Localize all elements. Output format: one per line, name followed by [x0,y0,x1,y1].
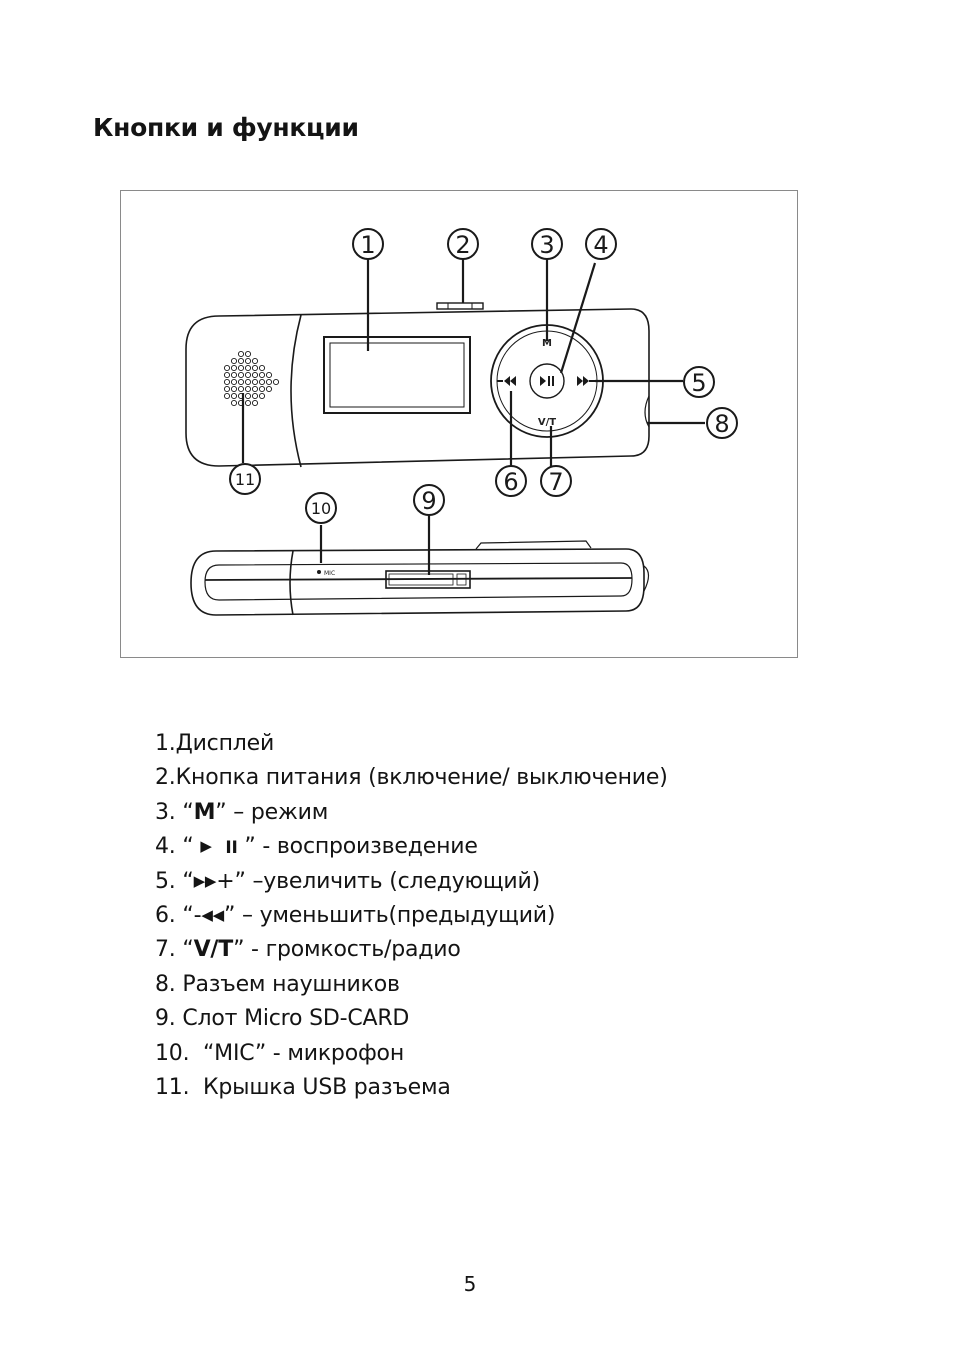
play-icon: ▶ [200,837,212,856]
display [323,336,471,414]
page-title: Кнопки и функции [93,113,359,142]
speaker-grille-icon [223,350,280,407]
callout-7: 7 [548,468,563,496]
callout-11: 11 [235,470,255,489]
headphone-jack [644,395,650,428]
page-number: 5 [463,1272,477,1296]
fast-forward-icon: ▶▶ [193,871,217,890]
mode-button-label: M [542,338,552,349]
callout-3: 3 [539,231,554,259]
play-pause-button [529,363,565,399]
pause-icon: II [225,838,238,859]
next-icon [577,376,595,386]
volume-button-label: V/T [538,417,556,428]
callout-2: 2 [455,231,470,259]
callout-9: 9 [421,487,436,515]
device-diagram-svg: M V/T MIC [185,228,738,616]
list-item: 5. “▶▶+” –увеличить (следующий) [155,868,540,894]
callout-1: 1 [360,231,375,259]
player-body [185,308,650,467]
list-item: 11. Крышка USB разъема [155,1074,451,1100]
list-item: 3. “M” – режим [155,799,329,825]
play-pause-icon [540,376,554,386]
callout-10: 10 [311,499,331,518]
prev-icon [497,376,516,386]
feature-list: 1.Дисплей 2.Кнопка питания (включение/ в… [155,727,668,1105]
callout-8: 8 [714,410,729,438]
callout-6: 6 [503,468,518,496]
mode-key: M [193,799,216,825]
list-item: 7. “V/T” - громкость/радио [155,937,461,963]
list-item: 4. “ ▶ II ” - воспроизведение [155,834,478,860]
callout-4: 4 [593,231,608,259]
list-item: 10. “MIC” - микрофон [155,1040,405,1066]
volume-key: V/T [193,937,234,963]
usb-cap-seam [290,314,302,468]
list-item: 1.Дисплей [155,731,275,756]
list-item: 2.Кнопка питания (включение/ выключение) [155,765,668,791]
list-item: 9. Слот Micro SD-CARD [155,1006,410,1032]
rewind-icon: ◀◀ [201,905,224,924]
list-item: 8. Разъем наушников [155,971,400,997]
list-item: 6. “-◀◀” – уменьшить(предыдущий) [155,902,556,928]
mic-label: MIC [324,570,335,577]
player-side [190,548,645,616]
device-diagram: M V/T MIC [120,190,798,658]
callout-5: 5 [691,369,706,397]
power-switch [436,302,484,310]
